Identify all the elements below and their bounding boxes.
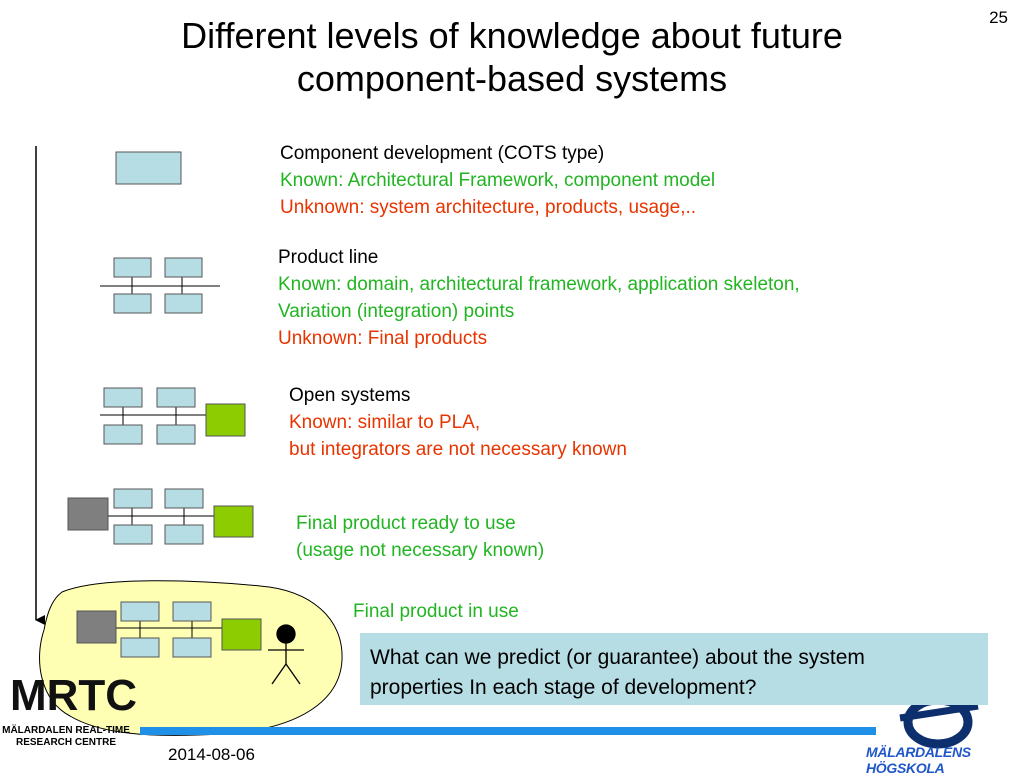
stage2-known-line-1: Known: domain, architectural framework, …: [278, 274, 800, 295]
stage5-line-1: Final product in use: [353, 601, 519, 622]
stage1-known: Known: Architectural Framework, componen…: [280, 170, 716, 191]
mdh-name: MÄLARDALENS HÖGSKOLA: [866, 744, 971, 776]
stage1-heading: Component development (COTS type): [280, 143, 605, 164]
stage3-unknown-line-1: Known: similar to PLA,: [289, 412, 481, 433]
stage2-product-line: [100, 257, 220, 314]
mdh-logo-icon: [899, 695, 979, 749]
stage1-text: Component development (COTS type) Known:…: [280, 140, 715, 221]
question-line-1: What can we predict (or guarantee) about…: [370, 646, 865, 669]
stage4-final-product: [67, 488, 254, 545]
user-stick-figure-icon: [268, 624, 304, 685]
slide-title-line-1: Different levels of knowledge about futu…: [181, 15, 843, 56]
footer-divider: [140, 727, 876, 735]
mrtc-logo: MRTC: [10, 672, 137, 720]
question-line-2: properties In each stage of development?: [370, 676, 757, 699]
stage4-line-2: (usage not necessary known): [296, 540, 545, 561]
mrtc-name-line-1: MÄLARDALEN REAL-TIME: [2, 725, 130, 736]
stage3-text: Open systems Known: similar to PLA, but …: [289, 382, 627, 463]
stage4-text: Final product ready to use (usage not ne…: [296, 510, 544, 564]
stage1-component: [115, 151, 182, 185]
stage1-unknown: Unknown: system architecture, products, …: [280, 197, 697, 218]
slide-title: Different levels of knowledge about futu…: [0, 14, 1024, 100]
mrtc-name-line-2: RESEARCH CENTRE: [15, 737, 116, 748]
stage2-heading: Product line: [278, 247, 379, 268]
slide-title-line-2: component-based systems: [296, 58, 728, 99]
stage5-product-in-use: [76, 601, 262, 658]
slide-date: 2014-08-06: [168, 745, 255, 764]
stage2-known-line-2: Variation (integration) points: [278, 301, 515, 322]
question-box: What can we predict (or guarantee) about…: [360, 633, 988, 705]
stage4-line-1: Final product ready to use: [296, 513, 516, 534]
stage3-unknown-line-2: but integrators are not necessary known: [289, 439, 627, 460]
stage2-unknown: Unknown: Final products: [278, 328, 488, 349]
stage3-open-system: [100, 387, 246, 445]
mrtc-logo-text: MRTC: [10, 671, 138, 720]
stage2-text: Product line Known: domain, architectura…: [278, 244, 800, 352]
stage3-heading: Open systems: [289, 385, 411, 406]
stage5-text: Final product in use: [353, 598, 519, 625]
mrtc-name: MÄLARDALEN REAL-TIME RESEARCH CENTRE: [2, 725, 130, 749]
slide-number: 25: [989, 8, 1008, 27]
